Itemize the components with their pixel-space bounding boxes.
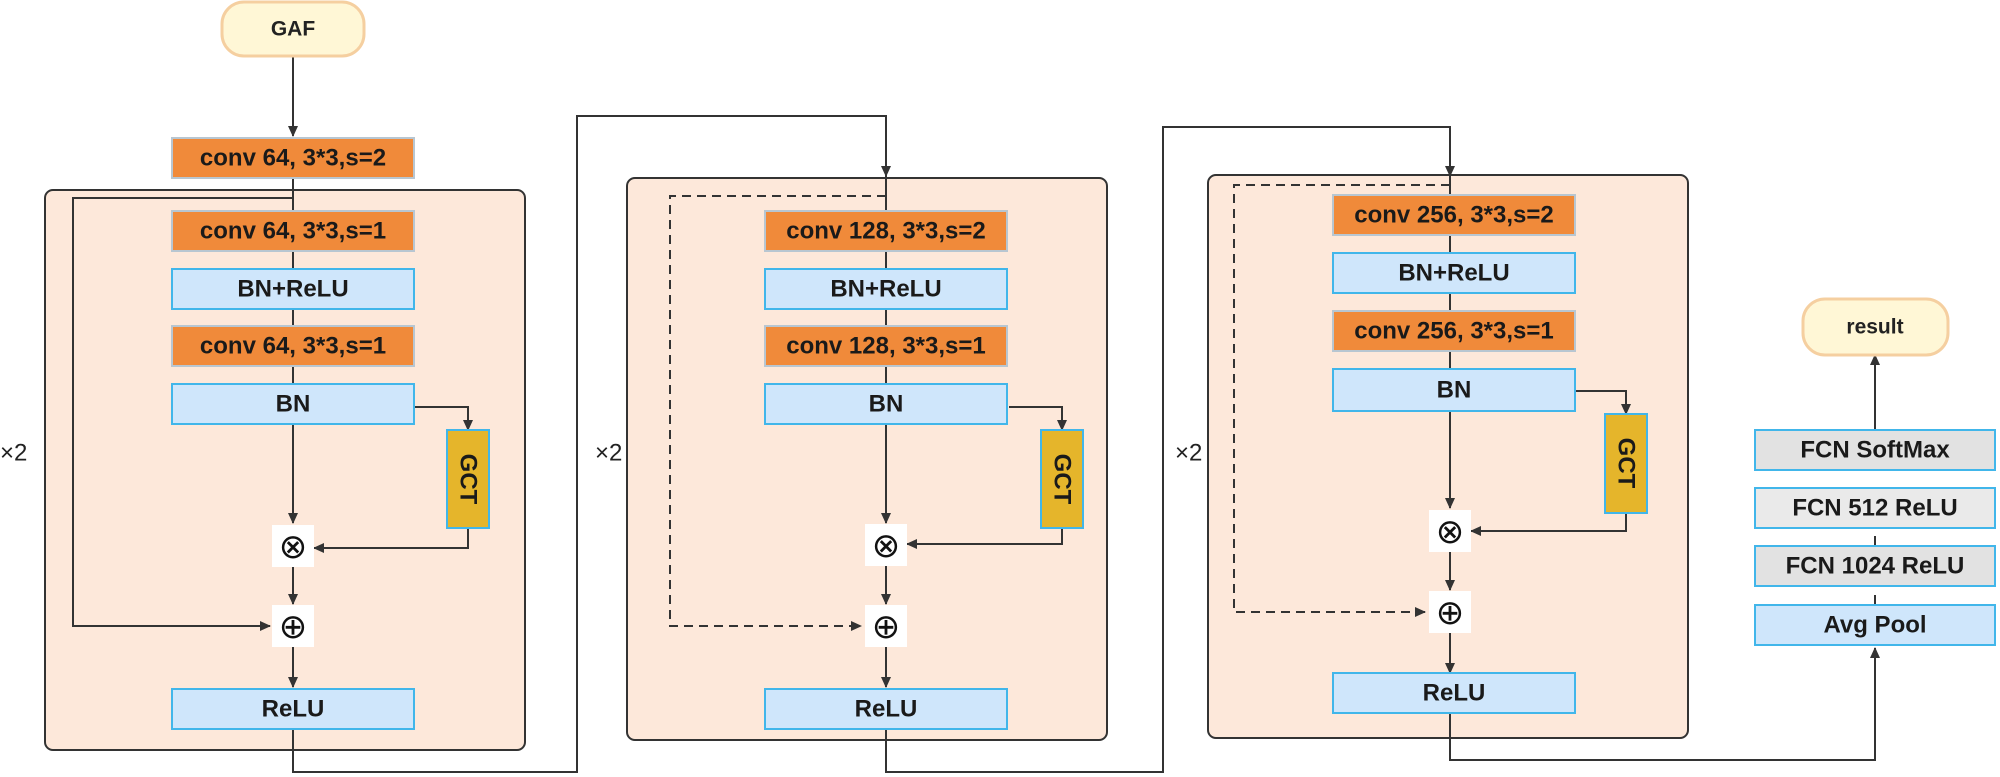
stage-1-add-node: ⊕ — [272, 605, 314, 647]
stage-1-conv2-block: conv 64, 3*3,s=1 — [171, 325, 415, 367]
stage-3-multiply-node: ⊗ — [1429, 510, 1471, 552]
classifier-head: FCN SoftMax FCN 512 ReLU FCN 1024 ReLU A… — [1754, 429, 1996, 646]
stage-1-repeat-label: ×2 — [0, 440, 27, 467]
stage-3-gct-block: GCT — [1604, 413, 1648, 514]
stage-2-bn-label: BN — [869, 391, 904, 418]
stage-1-bn-block: BN — [171, 383, 415, 425]
stage-2-conv1-block: conv 128, 3*3,s=2 — [764, 210, 1008, 252]
input-terminal: GAF — [220, 0, 366, 58]
stage-2-multiply-symbol: ⊗ — [872, 526, 901, 566]
stem-conv-block: conv 64, 3*3,s=2 — [171, 137, 415, 179]
stage-3-bn-block: BN — [1332, 368, 1576, 412]
stage-3-conv2-label: conv 256, 3*3,s=1 — [1354, 318, 1553, 345]
stage-2-bn-block: BN — [764, 383, 1008, 425]
stage-1-conv2-label: conv 64, 3*3,s=1 — [200, 333, 386, 360]
output-label: result — [1846, 316, 1903, 339]
fc-softmax-block: FCN SoftMax — [1754, 429, 1996, 471]
stage-1-bnrelu-block: BN+ReLU — [171, 268, 415, 310]
stage-2-multiply-node: ⊗ — [865, 524, 907, 566]
stage-3-repeat-label: ×2 — [1175, 440, 1202, 467]
stage-2-repeat-label: ×2 — [595, 440, 622, 467]
connections — [72, 56, 1880, 773]
stage-3-conv2-block: conv 256, 3*3,s=1 — [1332, 310, 1576, 352]
stage-3-relu-label: ReLU — [1423, 680, 1486, 707]
fc-512-block: FCN 512 ReLU — [1754, 487, 1996, 529]
fc-softmax-label: FCN SoftMax — [1800, 437, 1950, 464]
stage-2-conv2-label: conv 128, 3*3,s=1 — [786, 333, 985, 360]
stage-3-conv1-block: conv 256, 3*3,s=2 — [1332, 194, 1576, 236]
stage-1-multiply-node: ⊗ — [272, 525, 314, 567]
stage-1-gct-block: GCT — [446, 429, 490, 529]
stage-2-panel — [626, 177, 1108, 741]
stage-3-multiply-symbol: ⊗ — [1436, 512, 1465, 552]
stage-2-relu-block: ReLU — [764, 688, 1008, 730]
output-terminal: result — [1801, 297, 1950, 357]
stage-1-relu-label: ReLU — [262, 696, 325, 723]
stage-1-conv1-block: conv 64, 3*3,s=1 — [171, 210, 415, 252]
stage-3-bn-label: BN — [1437, 377, 1472, 404]
avg-pool-block: Avg Pool — [1754, 604, 1996, 646]
stage-1-gct-label: GCT — [455, 454, 482, 505]
stage-3: conv 256, 3*3,s=2 BN+ReLU conv 256, 3*3,… — [1175, 194, 1648, 714]
stage-3-bnrelu-block: BN+ReLU — [1332, 252, 1576, 294]
stage-2-bnrelu-label: BN+ReLU — [830, 276, 941, 303]
stage-1-bnrelu-label: BN+ReLU — [237, 276, 348, 303]
stage-3-add-node: ⊕ — [1429, 591, 1471, 633]
fc-1024-label: FCN 1024 ReLU — [1786, 553, 1965, 580]
stage-1-conv1-label: conv 64, 3*3,s=1 — [200, 218, 386, 245]
stage-3-bnrelu-label: BN+ReLU — [1398, 260, 1509, 287]
fc-1024-block: FCN 1024 ReLU — [1754, 545, 1996, 587]
stage-3-conv1-label: conv 256, 3*3,s=2 — [1354, 202, 1553, 229]
stage-2: conv 128, 3*3,s=2 BN+ReLU conv 128, 3*3,… — [595, 210, 1084, 730]
stage-3-gct-label: GCT — [1613, 438, 1640, 489]
stage-1-relu-block: ReLU — [171, 688, 415, 730]
stage-3-add-symbol: ⊕ — [1436, 593, 1465, 633]
stage-2-gct-block: GCT — [1040, 429, 1084, 529]
stage-2-gct-label: GCT — [1049, 454, 1076, 505]
input-label: GAF — [271, 18, 316, 41]
stage-1-multiply-symbol: ⊗ — [279, 527, 308, 567]
avg-pool-label: Avg Pool — [1823, 612, 1926, 639]
stage-2-add-node: ⊕ — [865, 605, 907, 647]
stage-2-conv1-label: conv 128, 3*3,s=2 — [786, 218, 985, 245]
stage-1-add-symbol: ⊕ — [279, 607, 308, 647]
stage-2-add-symbol: ⊕ — [872, 607, 901, 647]
stage-1-bn-label: BN — [276, 391, 311, 418]
fc-512-label: FCN 512 ReLU — [1792, 495, 1957, 522]
stage-2-relu-label: ReLU — [855, 696, 918, 723]
stage-3-relu-block: ReLU — [1332, 672, 1576, 714]
stage-2-bnrelu-block: BN+ReLU — [764, 268, 1008, 310]
dashed-shortcuts — [669, 184, 1450, 631]
stem-conv-label: conv 64, 3*3,s=2 — [200, 145, 386, 172]
stage-2-conv2-block: conv 128, 3*3,s=1 — [764, 325, 1008, 367]
stage-1: conv 64, 3*3,s=1 BN+ReLU conv 64, 3*3,s=… — [0, 210, 490, 730]
